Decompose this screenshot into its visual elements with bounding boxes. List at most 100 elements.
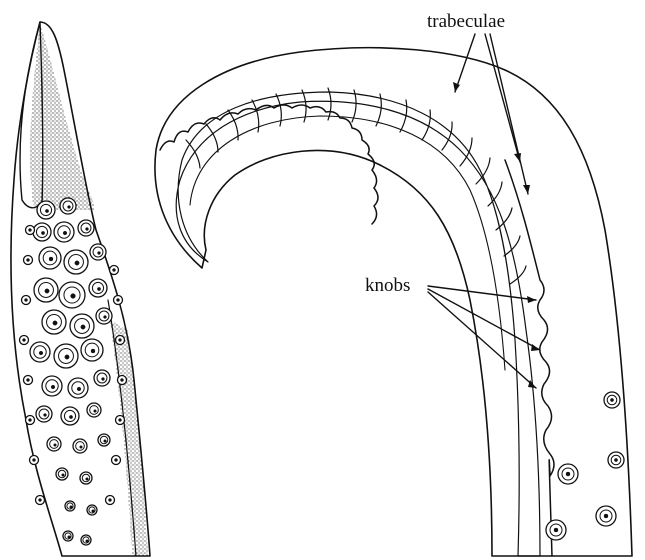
trabecula-ridge (228, 110, 238, 140)
label-knobs-group: knobs (365, 275, 540, 388)
tentacle-arm-right (155, 48, 632, 556)
small-sucker (116, 336, 125, 345)
small-sucker-center (39, 499, 42, 502)
small-sucker-center (119, 419, 122, 422)
sucker-center (104, 316, 107, 319)
pointer-trabeculae-1 (455, 34, 475, 92)
sucker-center (45, 289, 49, 293)
sucker-center (97, 287, 100, 290)
sucker-center (44, 414, 47, 417)
sucker (65, 501, 75, 511)
arm-sucker (558, 464, 578, 484)
sucker-center (102, 378, 105, 381)
small-sucker-center (121, 379, 124, 382)
sucker-center (71, 294, 76, 299)
arm-sucker-center (610, 398, 613, 401)
tentacle-club-left (11, 22, 150, 556)
sucker-center (75, 261, 79, 265)
arm-sucker-center (614, 458, 617, 461)
sucker (61, 407, 79, 425)
sucker (96, 308, 112, 324)
small-sucker-center (27, 379, 30, 382)
sucker (63, 531, 73, 541)
arm-sucker (546, 520, 566, 540)
sucker (37, 201, 55, 219)
small-sucker (26, 416, 35, 425)
sucker (81, 535, 91, 545)
sucker-center (62, 474, 65, 477)
sucker-center (91, 349, 95, 353)
sucker (60, 198, 76, 214)
trabecula-ridge (376, 94, 381, 126)
sucker-center (51, 385, 55, 389)
sucker-center (69, 415, 72, 418)
small-sucker-center (119, 339, 122, 342)
sucker-group (20, 198, 127, 545)
small-sucker-center (115, 459, 118, 462)
arm-sucker-center (554, 528, 558, 532)
small-sucker (106, 496, 115, 505)
small-sucker (118, 376, 127, 385)
arm-sucker-group (546, 392, 624, 540)
small-sucker (24, 376, 33, 385)
sucker-center (94, 410, 97, 413)
sucker-center (68, 536, 71, 539)
sucker-center (39, 351, 43, 355)
trabecula-ridge (352, 90, 356, 122)
small-sucker (30, 456, 39, 465)
sucker (87, 505, 97, 515)
arm-sucker (604, 392, 620, 408)
pointer-trabeculae-2 (485, 34, 520, 162)
arm-sucker-center (566, 472, 570, 476)
small-sucker (114, 296, 123, 305)
trabeculae-ridges (186, 88, 526, 284)
sucker-center (65, 355, 69, 359)
sucker (78, 220, 94, 236)
sucker (39, 247, 61, 269)
sucker (59, 282, 85, 308)
small-sucker (36, 496, 45, 505)
small-sucker-center (33, 459, 36, 462)
sucker-center (98, 252, 101, 255)
sucker (56, 468, 68, 480)
sucker-center (49, 257, 53, 261)
small-sucker (20, 336, 29, 345)
small-sucker-center (23, 339, 26, 342)
sucker (47, 437, 61, 451)
sucker (90, 244, 106, 260)
small-sucker-center (113, 269, 116, 272)
sucker (98, 434, 110, 446)
sucker (94, 370, 110, 386)
sucker (42, 376, 62, 396)
sucker-center (77, 387, 81, 391)
sucker-center (41, 231, 44, 234)
sucker (42, 310, 66, 334)
sucker (70, 314, 94, 338)
small-sucker (116, 416, 125, 425)
sucker (54, 344, 78, 368)
small-sucker (22, 296, 31, 305)
sucker (89, 279, 107, 297)
sucker (30, 342, 50, 362)
small-sucker-center (29, 419, 32, 422)
small-sucker-center (117, 299, 120, 302)
sucker-center (81, 325, 85, 329)
small-sucker (112, 456, 121, 465)
label-knobs: knobs (365, 275, 410, 296)
sucker (80, 472, 92, 484)
trabecula-ridge (328, 88, 331, 120)
sucker-center (70, 506, 73, 509)
sucker-center (80, 446, 83, 449)
small-sucker (26, 226, 35, 235)
sucker (73, 439, 87, 453)
sucker-center (45, 209, 48, 212)
sucker (34, 278, 58, 302)
arrowhead-knobs-1 (527, 296, 536, 303)
sucker (54, 222, 74, 242)
sucker-center (54, 444, 57, 447)
small-sucker (24, 256, 33, 265)
arm-sucker (596, 506, 616, 526)
label-trabeculae: trabeculae (427, 11, 505, 32)
small-sucker-center (29, 229, 32, 232)
